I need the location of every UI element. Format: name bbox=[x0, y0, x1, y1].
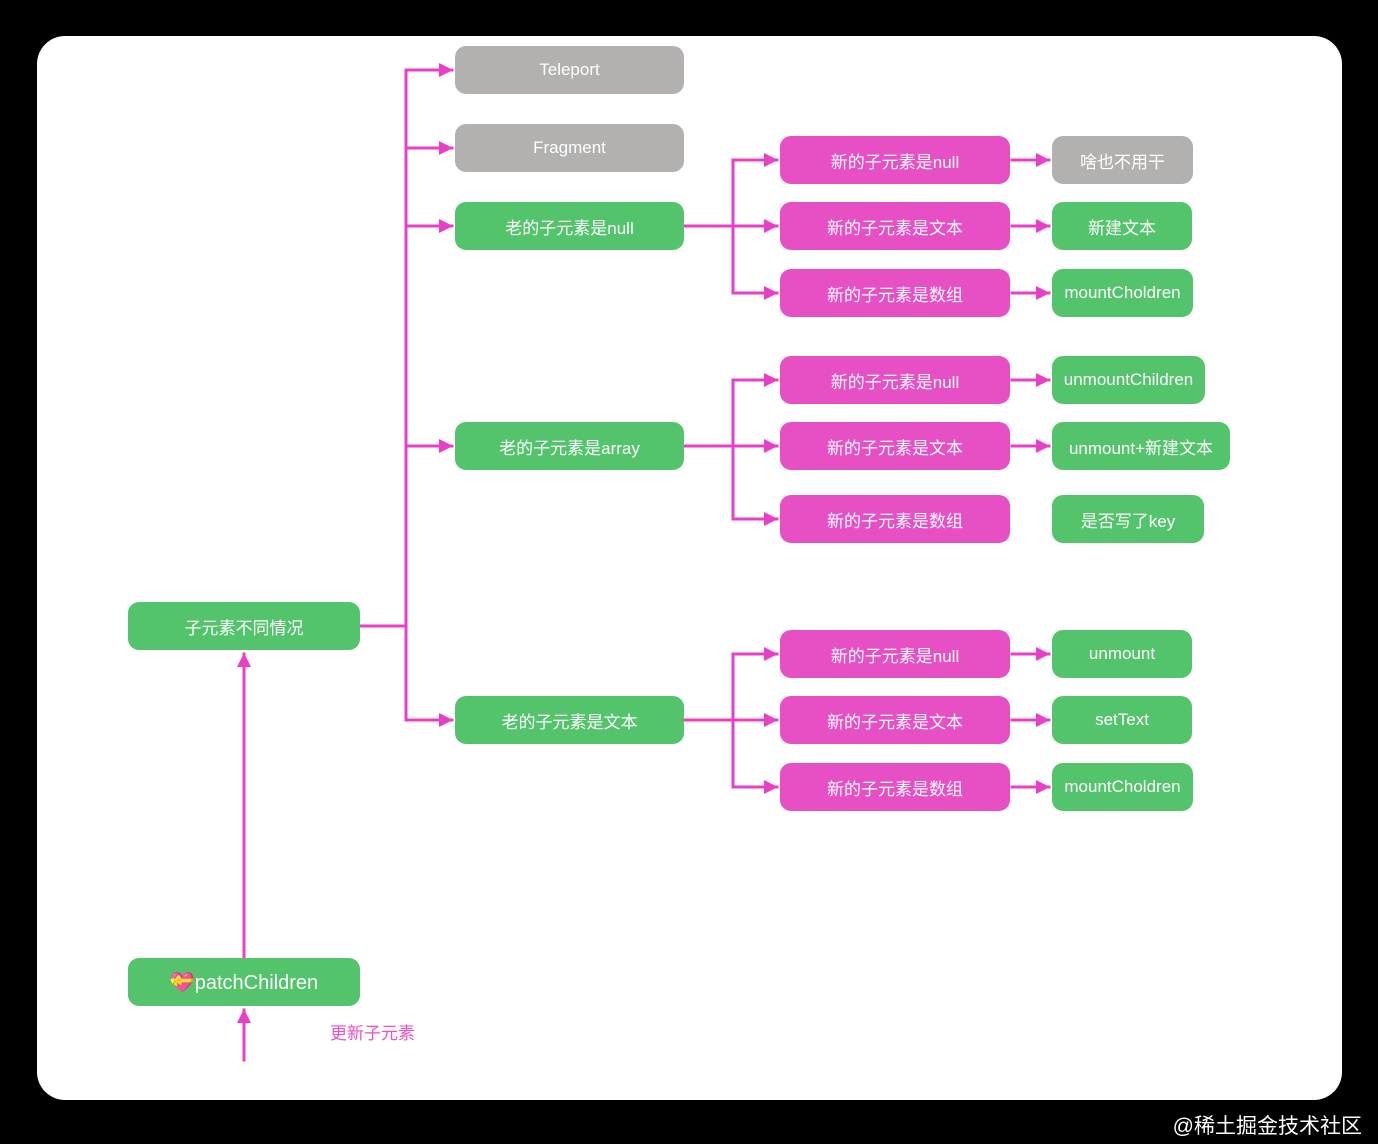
node-case-g3-new-text: 新的子元素是文本 bbox=[780, 696, 1010, 744]
node-case-g1-new-text: 新的子元素是文本 bbox=[780, 202, 1010, 250]
node-case-g2-new-array: 新的子元素是数组 bbox=[780, 495, 1010, 543]
node-case-g1-new-array: 新的子元素是数组 bbox=[780, 269, 1010, 317]
node-old-children-array: 老的子元素是array bbox=[455, 422, 684, 470]
node-teleport: Teleport bbox=[455, 46, 684, 94]
node-case-g1-new-null: 新的子元素是null bbox=[780, 136, 1010, 184]
node-old-children-text: 老的子元素是文本 bbox=[455, 696, 684, 744]
node-result-has-key: 是否写了key bbox=[1052, 495, 1204, 543]
node-result-do-nothing: 啥也不用干 bbox=[1052, 136, 1193, 184]
node-result-unmount-create-text: unmount+新建文本 bbox=[1052, 422, 1230, 470]
node-result-unmountchildren: unmountChildren bbox=[1052, 356, 1205, 404]
node-old-children-null: 老的子元素是null bbox=[455, 202, 684, 250]
node-root-patchchildren: 💝patchChildren bbox=[128, 958, 360, 1006]
node-case-g2-new-null: 新的子元素是null bbox=[780, 356, 1010, 404]
node-result-unmount: unmount bbox=[1052, 630, 1192, 678]
watermark-label: @稀土掘金技术社区 bbox=[1172, 1115, 1362, 1138]
node-case-g3-new-null: 新的子元素是null bbox=[780, 630, 1010, 678]
node-result-mountchildren-1: mountCholdren bbox=[1052, 269, 1193, 317]
root-annotation-label: 更新子元素 bbox=[330, 1024, 415, 1043]
node-case-g3-new-array: 新的子元素是数组 bbox=[780, 763, 1010, 811]
node-case-g2-new-text: 新的子元素是文本 bbox=[780, 422, 1010, 470]
node-hub-children-cases: 子元素不同情况 bbox=[128, 602, 360, 650]
node-result-settext: setText bbox=[1052, 696, 1192, 744]
diagram-panel bbox=[37, 36, 1342, 1100]
node-fragment: Fragment bbox=[455, 124, 684, 172]
node-result-create-text: 新建文本 bbox=[1052, 202, 1192, 250]
node-result-mountchildren-2: mountCholdren bbox=[1052, 763, 1193, 811]
